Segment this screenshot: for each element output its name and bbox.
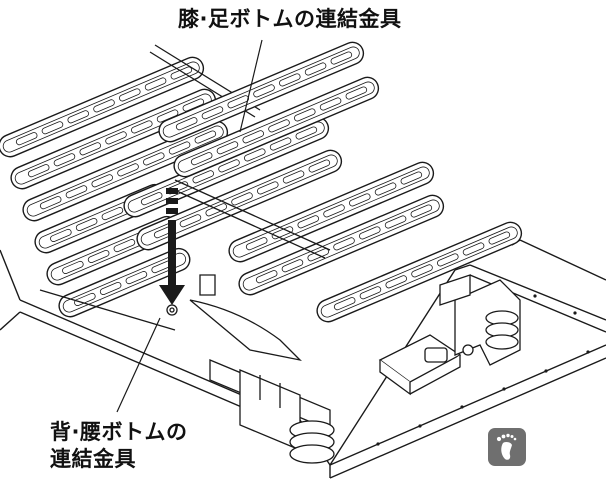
knee-leg-rail: [169, 179, 331, 259]
leader-lines: [116, 39, 263, 413]
foot-icon: [488, 428, 526, 466]
frame-rivets: [376, 294, 590, 446]
back-waist-connector-label: 背·腰ボトムの 連結金具: [50, 419, 187, 473]
back-waist-connector-label-line1: 背·腰ボトムの: [50, 420, 188, 444]
leader-line-top: [239, 39, 263, 133]
motor-assembly: [378, 274, 521, 396]
knee-leg-connector-label: 膝·足ボトムの連結金具: [178, 7, 402, 31]
lower-mechanism: [189, 274, 335, 464]
down-arrow: [159, 188, 185, 305]
leader-line-bottom: [116, 317, 161, 413]
back-waist-connector-label-line2: 連結金具: [50, 447, 136, 471]
connection-bracket: [166, 304, 178, 316]
